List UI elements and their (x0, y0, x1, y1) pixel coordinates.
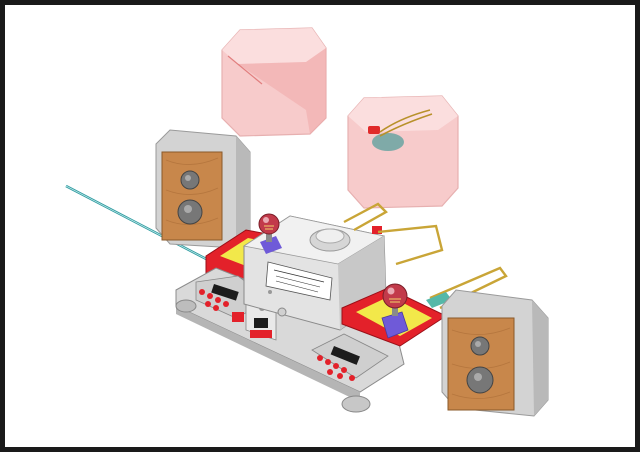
bulb-left (258, 213, 282, 254)
bulb-right (381, 283, 409, 339)
translucent-cube-left (221, 27, 327, 137)
speaker-right (441, 289, 549, 417)
translucent-cube-right (347, 95, 459, 209)
antenna-wire (65, 184, 213, 264)
speaker-left (155, 129, 251, 249)
control-panel-right (311, 333, 389, 381)
